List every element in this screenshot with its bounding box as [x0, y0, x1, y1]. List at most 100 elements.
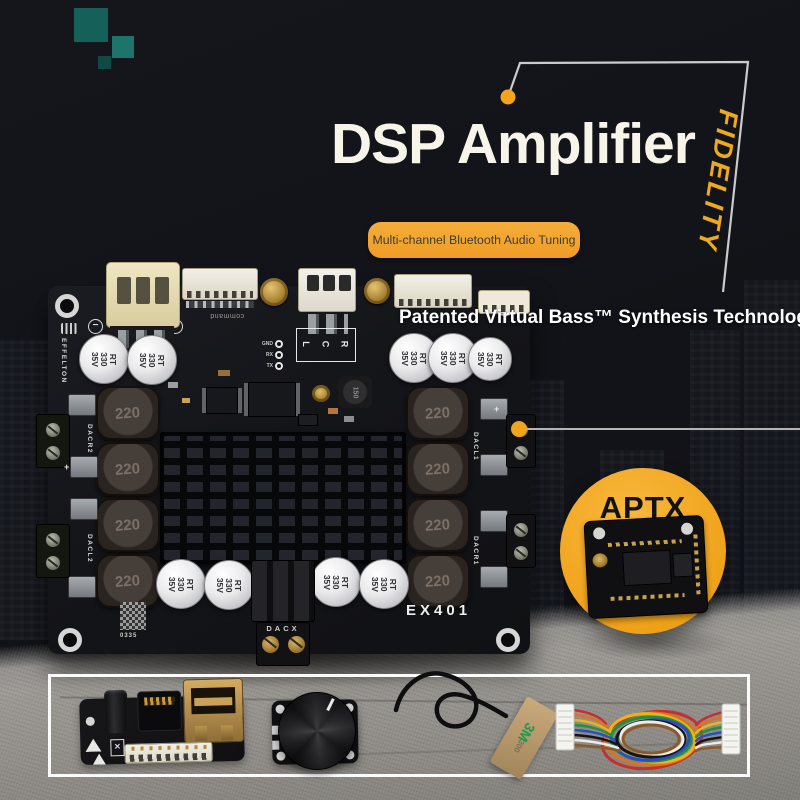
building-silhouette [0, 340, 54, 640]
jst-plug [555, 703, 575, 751]
connector-slot [136, 277, 150, 304]
terminal-screw [46, 422, 60, 437]
power-inductor-150: 150 [338, 376, 372, 408]
module-hole [680, 522, 694, 536]
dacx-connector [251, 560, 315, 622]
esd-warning-icon [93, 753, 106, 764]
teal-square-deco [112, 36, 134, 58]
mounting-hole [58, 628, 82, 652]
antenna-cable [393, 671, 509, 729]
mounting-hole [55, 294, 79, 318]
inductor: 220 [406, 498, 470, 552]
usb-tongue [194, 697, 233, 707]
smd-component [168, 382, 178, 388]
connector-teeth [483, 305, 525, 312]
aux-3pin-connector [298, 268, 356, 312]
amplifier-board: EFFELTON − + command L C R [36, 262, 536, 666]
qr-code [120, 602, 146, 630]
connector-teeth [399, 299, 467, 306]
connector-slot [339, 275, 351, 291]
inductor: 220 [96, 442, 160, 496]
film-capacitor [480, 398, 508, 420]
electrolytic-capacitor: RT 330 35V [156, 559, 206, 609]
silk-rx: RX [266, 351, 273, 358]
jst-connector [124, 741, 213, 764]
terminal-screw [46, 445, 60, 460]
silk-dacr1: DACR1 [472, 536, 479, 566]
wire-fan [572, 708, 726, 753]
film-capacitor [68, 394, 96, 416]
usb-a-port [182, 677, 245, 744]
bt-chip [622, 549, 672, 587]
silk-tx: TX [266, 362, 273, 369]
brand-label: EFFELTON [60, 338, 67, 384]
inductor: 220 [96, 554, 160, 608]
soic-chip [206, 387, 238, 414]
terminal-screw [46, 532, 60, 547]
terminal-screw [287, 635, 305, 653]
audio-jack [103, 689, 129, 734]
silk-plus: + [494, 404, 500, 414]
terminal-screw [514, 545, 528, 560]
connector-teeth [187, 291, 253, 298]
connector-slot [117, 277, 131, 304]
heatsink-fins [164, 436, 402, 560]
teal-square-deco [74, 8, 108, 42]
io-connector-small [478, 290, 530, 314]
silk-dacx: DACX [266, 624, 300, 633]
antenna-code-label: 300 [512, 738, 527, 755]
smd-component [298, 414, 318, 426]
brass-standoff [260, 278, 288, 306]
bluetooth-module [583, 514, 709, 620]
film-capacitor [70, 498, 98, 520]
io-connector [394, 274, 472, 308]
gold-pads [693, 534, 701, 595]
connector-slot [323, 275, 335, 291]
power-terminal [256, 622, 310, 666]
silk-gnd: GND [261, 340, 273, 347]
command-connector [182, 268, 258, 300]
speaker-terminal [36, 524, 70, 578]
soundwave-icon [61, 323, 77, 334]
uart-row: TX [260, 360, 283, 371]
aptx-callout-circle: APTX [560, 468, 726, 634]
connector-pin-row [186, 301, 254, 308]
callout-dot [500, 89, 516, 105]
speaker-terminal [36, 414, 70, 468]
smd-component [272, 740, 280, 750]
serial-label: 0335 [120, 633, 138, 639]
inductor: 220 [96, 386, 160, 440]
electrolytic-capacitor: RT 330 35V [311, 557, 361, 607]
electrolytic-capacitor: RT 330 35V [127, 335, 177, 385]
usb-micro-socket [136, 690, 183, 732]
polarity-minus: − [88, 319, 103, 334]
uart-header: GND RX TX [260, 338, 283, 371]
silk-dacl2: DACL2 [86, 534, 93, 564]
silk-dacl1: DACL1 [472, 432, 479, 462]
brass-standoff [364, 278, 390, 304]
power-connector [106, 262, 180, 328]
teal-square-deco [98, 56, 111, 69]
usb-slot [190, 687, 236, 715]
film-capacitor [68, 576, 96, 598]
uart-row: GND [260, 338, 283, 349]
heatsink [160, 432, 406, 564]
gold-pads [607, 539, 682, 547]
smd-component [218, 370, 230, 376]
through-hole [275, 361, 283, 370]
esd-warning-icon [85, 739, 101, 752]
smd-component [344, 416, 354, 422]
callout-dot [511, 421, 527, 437]
connector-teeth [129, 752, 208, 762]
usb-audio-module: ✕ [79, 677, 245, 766]
terminal-screw [514, 522, 528, 537]
ufl-antenna-connector [312, 385, 330, 402]
smd-component [182, 398, 190, 403]
silk-dacr2: DACR2 [86, 424, 93, 454]
terminal-screw [261, 635, 279, 653]
feature-subtitle: Patented Virtual Bass™ Synthesis Technol… [399, 307, 800, 328]
inductor: 220 [96, 498, 160, 552]
package-x-icon: ✕ [110, 738, 125, 757]
socket-contacts [144, 696, 175, 706]
